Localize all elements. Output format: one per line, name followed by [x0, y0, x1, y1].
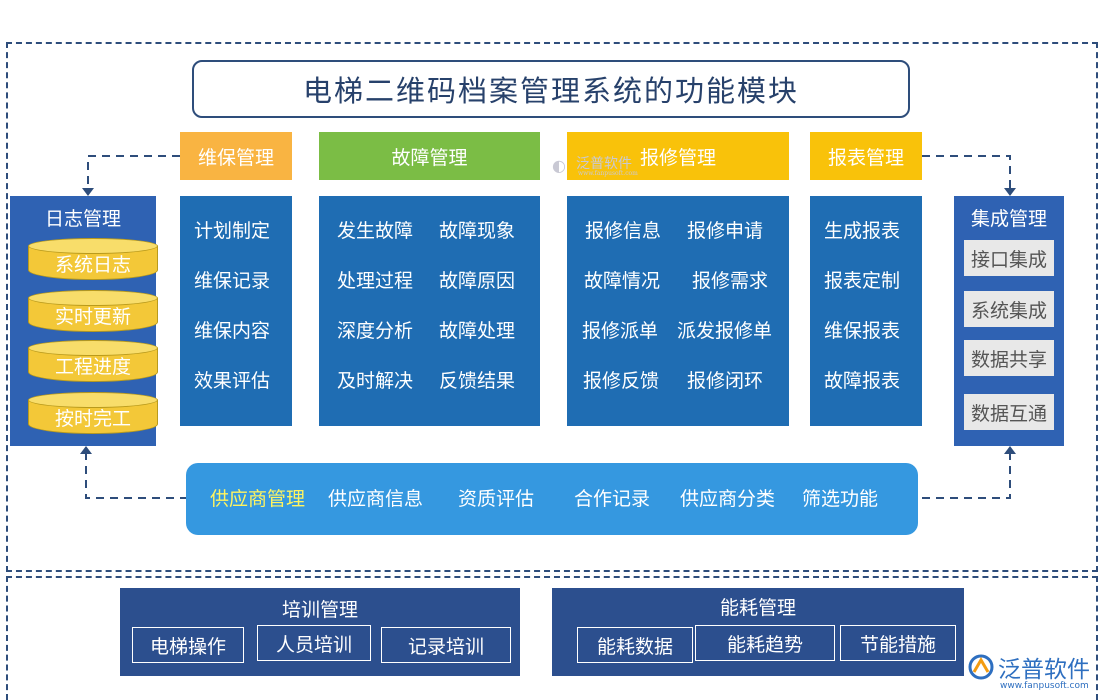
repair-item: 报修需求: [692, 270, 769, 292]
column-maintenance: 计划制定 维保记录 维保内容 效果评估: [180, 196, 292, 426]
log-cylinder: 按时完工: [28, 392, 158, 436]
fault-item: 发生故障: [337, 220, 414, 242]
log-item: 实时更新: [54, 306, 131, 328]
log-management-panel: 日志管理 系统日志 实时更新 工程进度 按时完工: [10, 196, 158, 446]
brand-logo-icon: [968, 654, 994, 680]
supplier-title: 供应商管理: [210, 488, 306, 510]
training-item: 电梯操作: [132, 627, 244, 663]
supplier-management-bar: 供应商管理 供应商信息 资质评估 合作记录 供应商分类 筛选功能: [186, 463, 918, 535]
maintenance-item: 维保内容: [194, 320, 271, 342]
header-report: 报表管理: [810, 132, 922, 180]
energy-item: 节能措施: [840, 625, 956, 661]
supplier-item: 资质评估: [458, 488, 535, 510]
column-report: 生成报表 报表定制 维保报表 故障报表: [810, 196, 922, 426]
supplier-item: 供应商分类: [680, 488, 776, 510]
energy-management-panel: 能耗管理 能耗数据 能耗趋势 节能措施: [552, 588, 964, 676]
report-item: 报表定制: [824, 270, 901, 292]
watermark: ◐ 泛普软件 www.fanpusoft.com: [552, 152, 642, 180]
arrow-integration-top: [1004, 188, 1016, 196]
arrow-log-top: [82, 188, 94, 196]
brand-logo-text: 泛普软件: [998, 657, 1090, 683]
header-fault: 故障管理: [319, 132, 540, 180]
repair-item: 报修信息: [585, 220, 662, 242]
report-item: 维保报表: [824, 320, 901, 342]
maintenance-item: 效果评估: [194, 370, 271, 392]
connector-maintenance-log: [87, 155, 180, 190]
integration-item: 系统集成: [964, 291, 1054, 327]
repair-item: 派发报修单: [677, 320, 773, 342]
bottom-frame: [6, 576, 1098, 700]
repair-item: 报修闭环: [687, 370, 764, 392]
fault-item: 深度分析: [337, 320, 414, 342]
repair-item: 报修申请: [687, 220, 764, 242]
repair-item: 故障情况: [584, 270, 661, 292]
training-item: 人员培训: [257, 625, 371, 661]
watermark-icon: ◐: [552, 156, 566, 175]
maintenance-item: 维保记录: [194, 270, 271, 292]
training-item: 记录培训: [381, 627, 511, 663]
fault-item: 反馈结果: [439, 370, 516, 392]
fault-item: 故障处理: [439, 320, 516, 342]
supplier-item: 合作记录: [574, 488, 651, 510]
fault-item: 故障现象: [439, 220, 516, 242]
connector-report-integration: [922, 155, 1011, 190]
watermark-sub: www.fanpusoft.com: [578, 170, 638, 177]
column-fault: 发生故障 故障现象 处理过程 故障原因 深度分析 故障处理 及时解决 反馈结果: [319, 196, 540, 426]
header-repair: 报修管理: [567, 132, 789, 180]
maintenance-item: 计划制定: [194, 220, 271, 242]
page-title: 电梯二维码档案管理系统的功能模块: [192, 60, 910, 118]
log-cylinder: 系统日志: [28, 238, 158, 282]
integration-item: 数据互通: [964, 394, 1054, 430]
supplier-item: 筛选功能: [802, 488, 879, 510]
log-item: 按时完工: [54, 408, 131, 430]
training-management-panel: 培训管理 电梯操作 人员培训 记录培训: [120, 588, 520, 676]
integration-item: 数据共享: [964, 340, 1054, 376]
header-maintenance: 维保管理: [180, 132, 292, 180]
supplier-item: 供应商信息: [328, 488, 424, 510]
log-item: 系统日志: [54, 254, 131, 276]
brand-logo: 泛普软件 www.fanpusoft.com: [968, 650, 1096, 698]
watermark-text: 泛普软件: [576, 156, 632, 172]
arrow-integration-bottom: [1004, 446, 1016, 454]
repair-item: 报修反馈: [583, 370, 660, 392]
column-repair: 报修信息 报修申请 故障情况 报修需求 报修派单 派发报修单 报修反馈 报修闭环: [567, 196, 789, 426]
repair-item: 报修派单: [582, 320, 659, 342]
brand-logo-url: www.fanpusoft.com: [1000, 681, 1089, 691]
energy-title: 能耗管理: [719, 597, 796, 619]
connector-supplier-log: [85, 452, 188, 499]
arrow-log-bottom: [80, 446, 92, 454]
integration-management-panel: 集成管理 接口集成 系统集成 数据共享 数据互通: [954, 196, 1064, 446]
training-title: 培训管理: [281, 599, 358, 621]
energy-item: 能耗数据: [577, 627, 693, 663]
fault-item: 处理过程: [337, 270, 414, 292]
main-frame: [6, 42, 1098, 572]
energy-item: 能耗趋势: [695, 625, 835, 661]
fault-item: 及时解决: [337, 370, 414, 392]
fault-item: 故障原因: [439, 270, 516, 292]
log-cylinder: 实时更新: [28, 290, 158, 334]
report-item: 故障报表: [824, 370, 901, 392]
connector-supplier-integration: [922, 452, 1011, 499]
integration-management-title: 集成管理: [970, 208, 1047, 230]
log-management-title: 日志管理: [44, 208, 121, 230]
report-item: 生成报表: [824, 220, 901, 242]
log-cylinder: 工程进度: [28, 340, 158, 384]
integration-item: 接口集成: [964, 240, 1054, 276]
log-item: 工程进度: [54, 356, 131, 378]
